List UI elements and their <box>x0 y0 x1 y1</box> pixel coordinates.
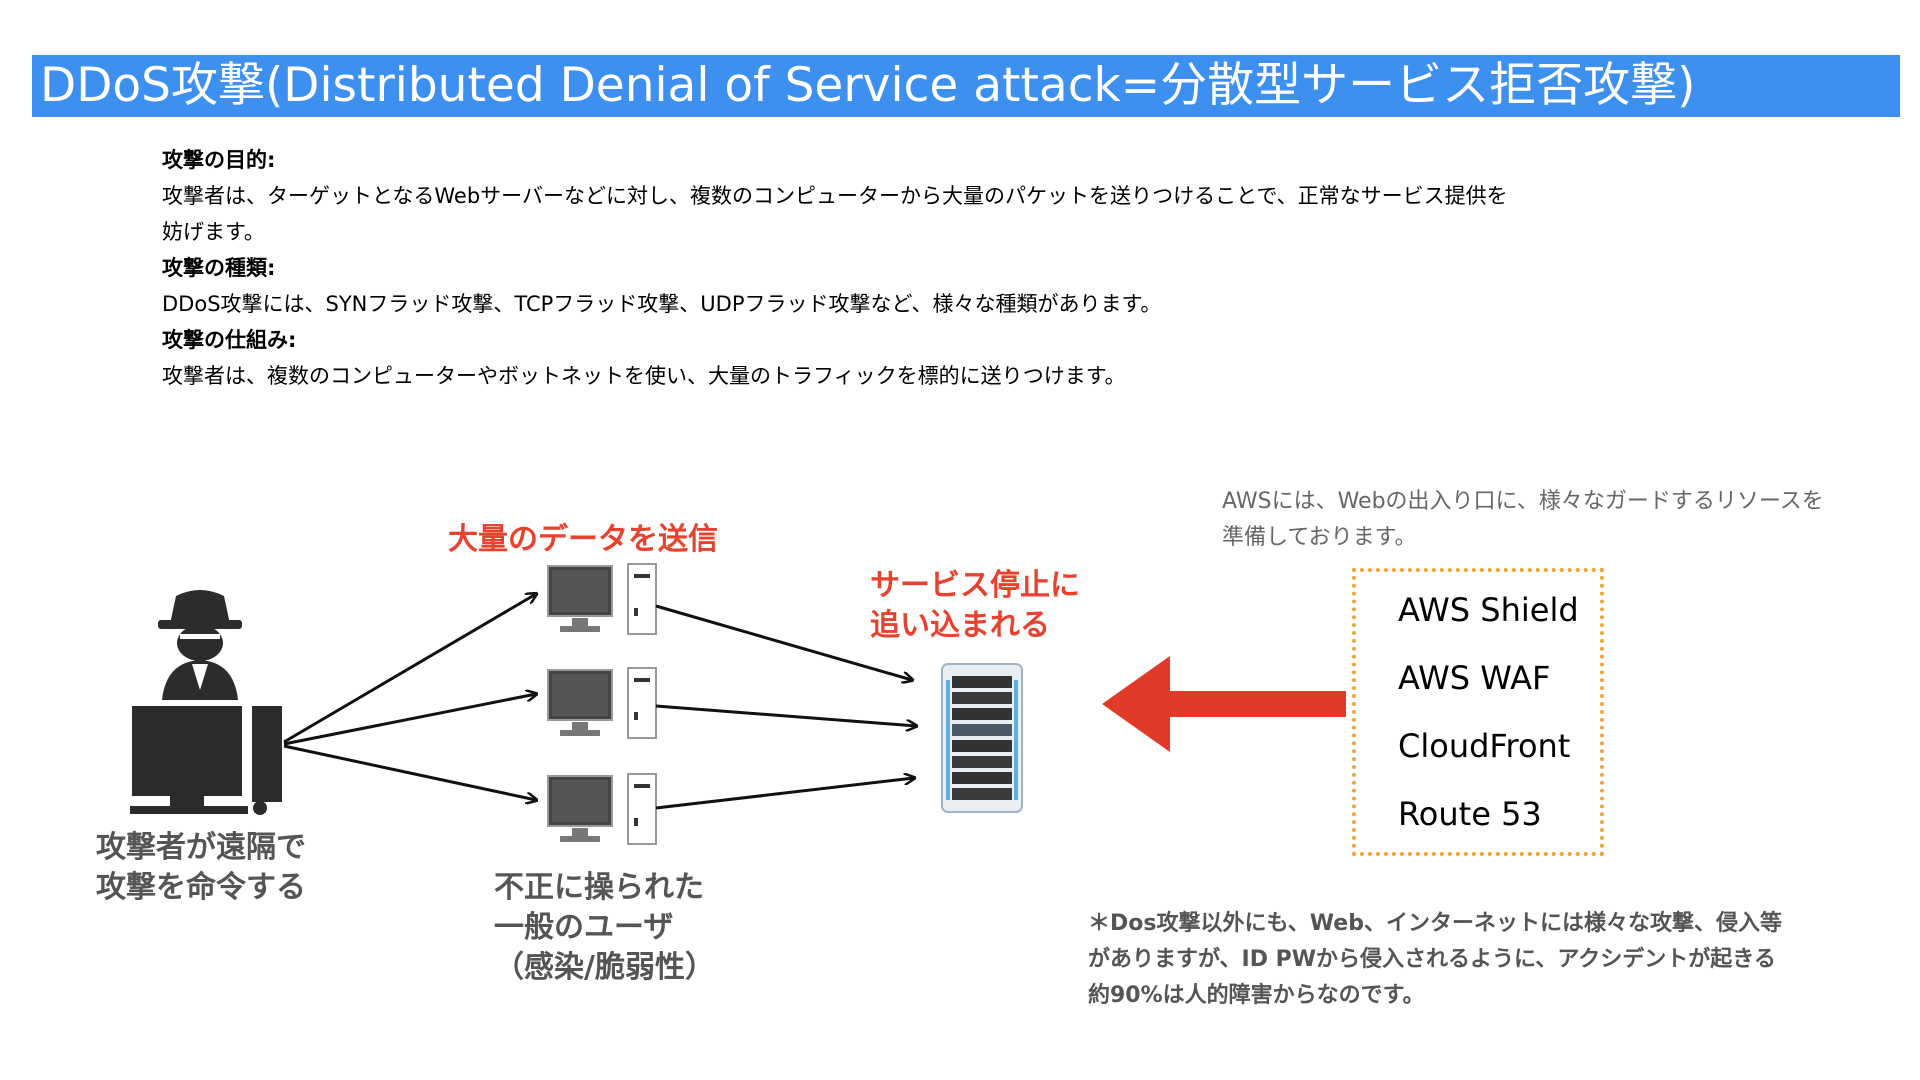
title-bar: DDoS攻撃(Distributed Denial of Service att… <box>32 55 1900 117</box>
slide-title: DDoS攻撃(Distributed Denial of Service att… <box>40 58 1696 113</box>
types-heading: 攻撃の種類: <box>162 256 276 280</box>
types-text: DDoS攻撃には、SYNフラッド攻撃、TCPフラッド攻撃、UDPフラッド攻撃など… <box>162 292 1162 316</box>
arrow-attacker-to-bot-middle <box>283 694 536 746</box>
description-block: 攻撃の目的: 攻撃者は、ターゲットとなるWebサーバーなどに対し、複数のコンピュ… <box>162 142 1762 394</box>
aws-item-route53: Route 53 <box>1398 795 1542 833</box>
service-stop-label-line1: サービス停止に <box>870 568 1080 603</box>
users-label-line1: 不正に操られた <box>494 870 704 905</box>
arrow-bot-bottom-to-server <box>655 778 914 810</box>
aws-note: AWSには、Webの出入り口に、様々なガードするリソースを 準備しております。 <box>1222 484 1902 556</box>
protection-arrow <box>1102 656 1346 752</box>
service-stop-label-line2: 追い込まれる <box>870 608 1050 643</box>
bot-computer-icon-middle <box>547 667 657 739</box>
footnote-line2: がありますが、ID PWから侵入されるように、アクシデントが起きる <box>1088 947 1776 972</box>
purpose-heading: 攻撃の目的: <box>162 148 276 172</box>
aws-note-line1: AWSには、Webの出入り口に、様々なガードするリソースを <box>1222 489 1824 514</box>
footnote: ＊Dos攻撃以外にも、Web、インターネットには様々な攻撃、侵入等 がありますが… <box>1088 906 1908 1014</box>
aws-note-line2: 準備しております。 <box>1222 525 1417 550</box>
send-data-label: 大量のデータを送信 <box>448 522 718 557</box>
users-label-line2: 一般のユーザ <box>494 910 674 945</box>
attacker-label-line1: 攻撃者が遠隔で <box>96 830 306 865</box>
arrow-bot-top-to-server <box>655 604 912 680</box>
attacker-label-line2: 攻撃を命令する <box>96 870 306 905</box>
attacker-icon <box>130 590 282 815</box>
mechanism-heading: 攻撃の仕組み: <box>162 328 297 352</box>
aws-item-cloudfront: CloudFront <box>1398 727 1571 765</box>
users-label-line3: （感染/脆弱性） <box>494 950 715 985</box>
footnote-line1: ＊Dos攻撃以外にも、Web、インターネットには様々な攻撃、侵入等 <box>1088 911 1782 936</box>
purpose-text-line2: 妨げます。 <box>162 220 265 244</box>
arrow-attacker-to-bot-top <box>283 594 536 744</box>
footnote-line3: 約90%は人的障害からなのです。 <box>1088 983 1425 1008</box>
aws-item-shield: AWS Shield <box>1398 591 1579 629</box>
mechanism-text: 攻撃者は、複数のコンピューターやボットネットを使い、大量のトラフィックを標的に送… <box>162 364 1126 388</box>
aws-item-waf: AWS WAF <box>1398 659 1551 697</box>
purpose-text-line1: 攻撃者は、ターゲットとなるWebサーバーなどに対し、複数のコンピューターから大量… <box>162 184 1508 208</box>
aws-resources-box: AWS Shield AWS WAF CloudFront Route 53 <box>1352 568 1604 856</box>
arrow-bot-middle-to-server <box>655 704 916 726</box>
bot-computer-icon-bottom <box>547 773 657 845</box>
bot-computer-icon-top <box>547 563 657 635</box>
target-server-icon <box>941 663 1023 813</box>
arrow-attacker-to-bot-bottom <box>283 744 536 800</box>
